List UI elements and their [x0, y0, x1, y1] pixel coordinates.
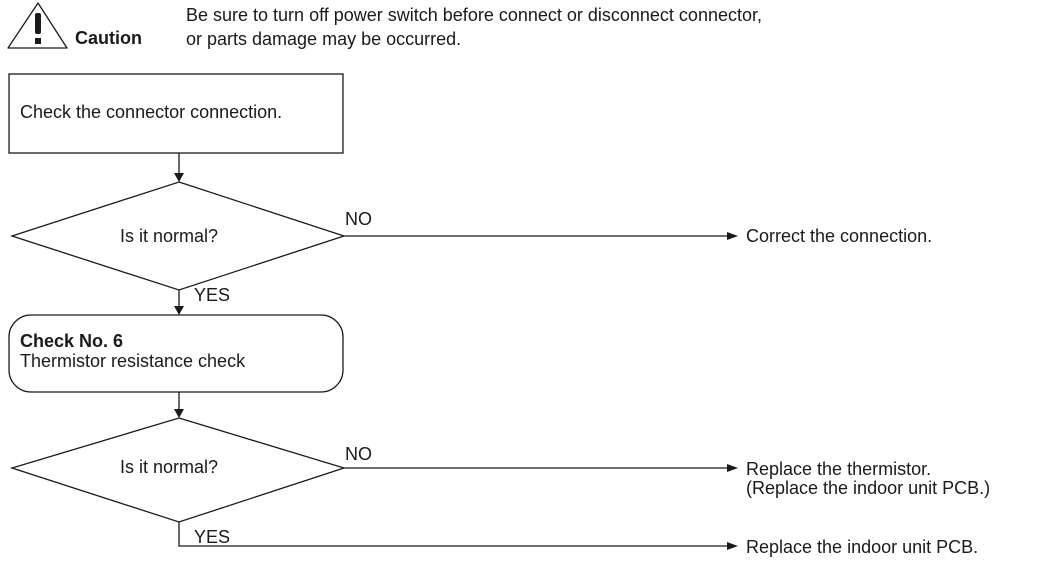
arrowhead-down: [174, 306, 184, 315]
check-no-6-box: [8, 314, 344, 393]
decision-1-question: Is it normal?: [120, 226, 219, 246]
decision-2-no-action-line-2: (Replace the indoor unit PCB.): [746, 478, 991, 498]
decision-2-yes-action: Replace the indoor unit PCB.: [746, 537, 979, 557]
decision-2-no-action-line-1: Replace the thermistor.: [746, 459, 932, 479]
decision-2-yes-label: YES: [194, 527, 231, 547]
exclamation-mark-icon: [35, 13, 41, 44]
warning-triangle-icon: [7, 2, 68, 49]
check-no-6-title: Check No. 6: [20, 331, 124, 351]
yes-branch-line-2: [178, 522, 728, 547]
decision-2-question: Is it normal?: [120, 457, 219, 477]
decision-1-yes-label: YES: [194, 285, 231, 305]
decision-2-no-label: NO: [345, 444, 372, 464]
check-no-6-text: Thermistor resistance check: [20, 351, 246, 371]
arrowhead-right: [727, 232, 738, 240]
caution-text-line-2: or parts damage may be occurred.: [186, 29, 462, 49]
arrowhead-down: [174, 409, 184, 418]
arrowhead-right: [727, 464, 738, 472]
caution-label: Caution: [75, 28, 142, 48]
arrowhead-down: [174, 173, 184, 182]
step-connector-check-text: Check the connector connection.: [20, 102, 283, 122]
decision-1-no-label: NO: [345, 209, 372, 229]
caution-text-line-1: Be sure to turn off power switch before …: [186, 5, 762, 25]
decision-1-no-action: Correct the connection.: [746, 226, 933, 246]
arrowhead-right: [727, 542, 738, 550]
step-connector-check-box: [8, 73, 344, 154]
